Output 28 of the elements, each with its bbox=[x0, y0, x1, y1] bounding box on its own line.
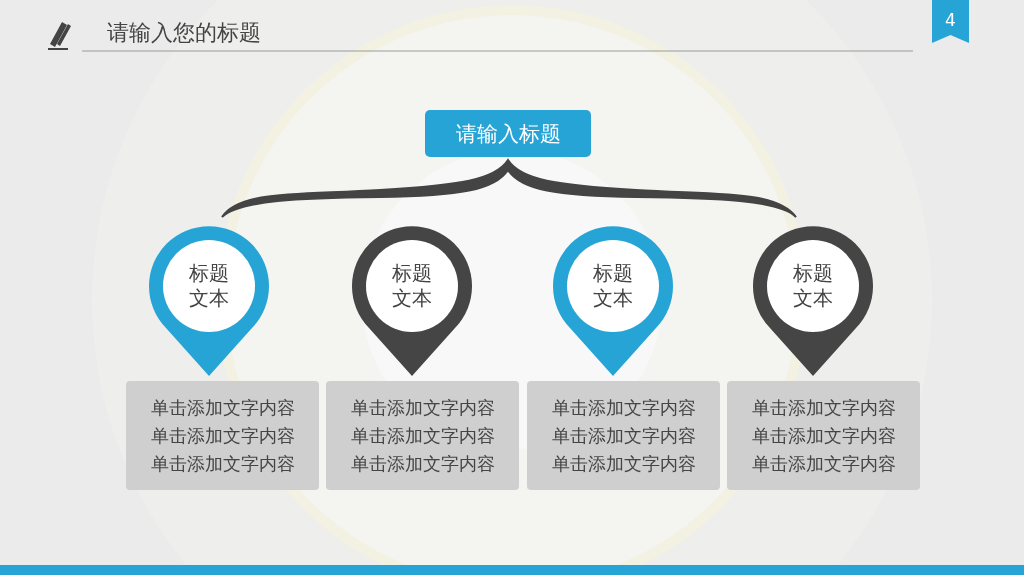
body-text-line: 单击添加文字内容 bbox=[751, 395, 896, 420]
body-text-line: 单击添加文字内容 bbox=[551, 423, 696, 448]
pin-label: 标题文本 bbox=[391, 261, 433, 311]
text-card bbox=[727, 381, 920, 490]
curly-brace bbox=[220, 158, 800, 220]
pin-label: 标题文本 bbox=[592, 261, 634, 311]
text-card bbox=[126, 381, 319, 490]
map-pin-marker bbox=[553, 226, 673, 376]
text-card bbox=[527, 381, 720, 490]
body-text-line: 单击添加文字内容 bbox=[551, 451, 696, 476]
text-card bbox=[326, 381, 519, 490]
body-text-line: 单击添加文字内容 bbox=[751, 451, 896, 476]
body-text-line: 单击添加文字内容 bbox=[751, 423, 896, 448]
body-text-line: 单击添加文字内容 bbox=[350, 451, 495, 476]
body-text-line: 单击添加文字内容 bbox=[551, 395, 696, 420]
page-number: 4 bbox=[944, 10, 957, 30]
body-text-line: 单击添加文字内容 bbox=[350, 395, 495, 420]
body-text-line: 单击添加文字内容 bbox=[150, 395, 295, 420]
body-text-line: 单击添加文字内容 bbox=[150, 423, 295, 448]
slide-title: 请输入您的标题 bbox=[107, 19, 261, 47]
body-text-line: 单击添加文字内容 bbox=[150, 451, 295, 476]
title-box: 请输入标题 bbox=[425, 110, 591, 157]
pin-label: 标题文本 bbox=[792, 261, 834, 311]
map-pin-marker bbox=[352, 226, 472, 376]
map-pin-marker bbox=[149, 226, 269, 376]
map-pin-marker bbox=[753, 226, 873, 376]
body-text-line: 单击添加文字内容 bbox=[350, 423, 495, 448]
pin-label: 标题文本 bbox=[188, 261, 230, 311]
